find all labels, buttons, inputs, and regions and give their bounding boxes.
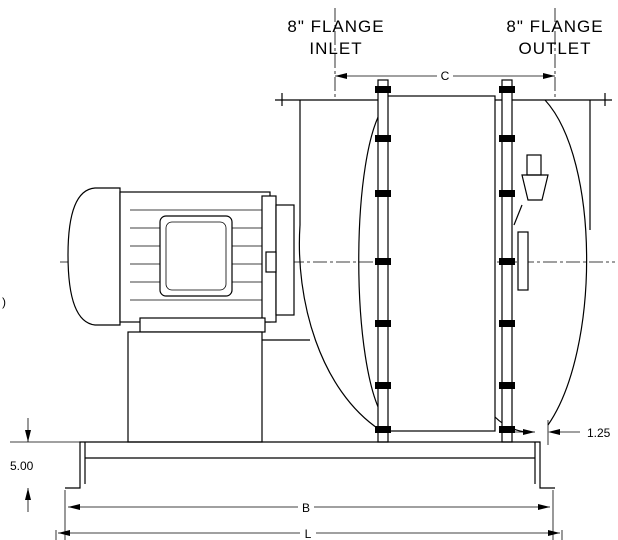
inlet-label-line2: INLET — [309, 39, 362, 58]
dimension-c: C — [335, 68, 555, 84]
motor-fan-cover — [67, 187, 121, 326]
motor-flange — [275, 204, 295, 316]
dim-height-label: 5.00 — [10, 459, 34, 473]
outlet-scroll-curve — [544, 99, 588, 426]
motor — [67, 187, 295, 333]
motor-pedestal — [127, 331, 263, 443]
motor-feet — [139, 317, 266, 333]
left-edge-fragment: ) — [2, 295, 6, 309]
outlet-label-line2: OUTLET — [518, 39, 591, 58]
dimension-height: 5.00 — [10, 418, 80, 512]
dimension-flange-offset: 1.25 — [515, 420, 611, 445]
base-plate — [65, 441, 555, 489]
fan-housing-body — [384, 95, 496, 432]
outlet-label-line1: 8" FLANGE — [506, 17, 603, 36]
inlet-label-line1: 8" FLANGE — [287, 17, 384, 36]
dim-offset-label: 1.25 — [587, 426, 611, 440]
dim-l-label: L — [305, 527, 312, 540]
inlet-scroll-curve — [298, 100, 381, 431]
outlet-flange — [499, 79, 515, 443]
outlet-sensor-fitting — [513, 154, 549, 291]
dim-c-label: C — [441, 69, 450, 83]
inlet-flange — [375, 79, 391, 443]
dim-b-label: B — [302, 501, 310, 515]
inlet-inner-curve — [358, 104, 386, 421]
dimension-l: L — [55, 525, 563, 540]
motor-terminal-box — [159, 215, 233, 297]
